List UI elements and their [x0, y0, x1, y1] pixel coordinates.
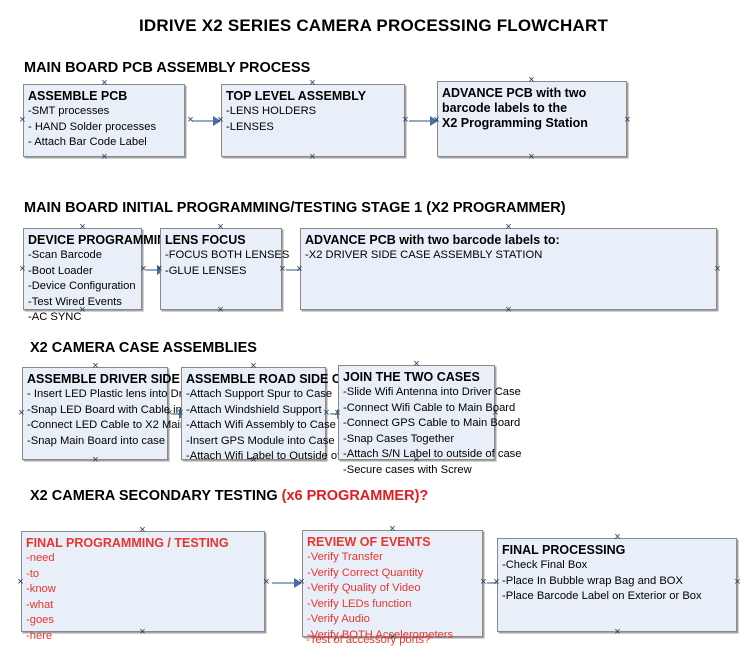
box-advance-pcb-programming-station-line-1: ADVANCE PCB with two [442, 86, 587, 100]
box-lens-focus-line-1: -FOCUS BOTH LENSES [165, 249, 290, 261]
box-device-programming-line-5: -AC SYNC [28, 311, 82, 323]
box-review-of-events-title: REVIEW OF EVENTS [307, 535, 431, 549]
box-final-processing-line-3: -Place Barcode Label on Exterior or Box [502, 590, 702, 602]
box-final-programming-testing-line-1: -need [26, 552, 55, 564]
box-join-the-two-cases-line-4: -Snap Cases Together [343, 432, 455, 445]
connector-top-level-to-advance-pcb [409, 116, 438, 126]
box-assemble-road-side-case[interactable]: ASSEMBLE ROAD SIDE CASE -Attach Support … [181, 367, 369, 462]
box-assemble-road-side-case-line-3: -Attach Wifi Assembly to Case [186, 419, 336, 431]
box-assemble-pcb-line-2: - HAND Solder processes [28, 120, 157, 133]
box-final-programming-testing-line-3: -know [26, 583, 56, 595]
box-final-programming-testing[interactable]: FINAL PROGRAMMING / TESTING -need -to -k… [21, 531, 265, 642]
box-final-programming-testing-line-2: -to [26, 567, 40, 580]
box-review-of-events[interactable]: REVIEW OF EVENTS -Verify Transfer -Verif… [302, 530, 483, 641]
box-top-level-assembly-line-2: -LENSES [226, 120, 274, 133]
box-review-of-events-line-3: -Verify Quality of Video [307, 582, 421, 594]
box-assemble-road-side-case-line-4: -Insert GPS Module into Case [186, 434, 335, 447]
box-review-of-events-line-2: -Verify Correct Quantity [307, 566, 424, 579]
section-heading-3: X2 CAMERA CASE ASSEMBLIES [30, 340, 257, 356]
box-join-the-two-cases-line-2: -Connect Wifi Cable to Main Board [343, 401, 516, 414]
box-assemble-pcb-line-3: - Attach Bar Code Label [28, 136, 147, 148]
section-heading-1-text: MAIN BOARD PCB ASSEMBLY PROCESS [24, 60, 311, 76]
box-assemble-driver-side-case-line-4: -Snap Main Board into case [27, 434, 166, 447]
box-final-programming-testing-line-6: -here [26, 629, 53, 642]
box-device-programming-line-2: -Boot Loader [28, 264, 93, 277]
box-assemble-road-side-case-line-1: -Attach Support Spur to Case [186, 388, 333, 400]
box-assemble-driver-side-case-line-1: - Insert LED Plastic lens into Driver Ca… [27, 388, 230, 400]
box-join-the-two-cases-line-6: -Secure cases with Screw [343, 463, 472, 476]
connector-assemble-pcb-to-top-level [192, 116, 221, 126]
box-assemble-road-side-case-title: ASSEMBLE ROAD SIDE CASE [186, 372, 367, 386]
box-assemble-driver-side-case[interactable]: ASSEMBLE DRIVER SIDE CASE - Insert LED P… [22, 367, 230, 460]
box-lens-focus[interactable]: LENS FOCUS -FOCUS BOTH LENSES -GLUE LENS… [160, 228, 290, 310]
box-review-of-events-line-4: -Verify LEDs function [307, 597, 412, 610]
box-review-of-events-line-6: -Verify BOTH Accelerometers [307, 628, 454, 641]
box-assemble-road-side-case-line-5: -Attach Wifi Label to Outside of Case [186, 450, 370, 462]
box-device-programming-line-4: -Test Wired Events [28, 295, 122, 308]
section-heading-4-red-text: (x6 PROGRAMMER)? [281, 488, 429, 504]
box-final-processing-line-2: -Place In Bubble wrap Bag and BOX [502, 574, 683, 587]
box-device-programming-title: DEVICE PROGRAMMING [28, 233, 176, 247]
box-advance-pcb-programming-station-line-3: X2 Programming Station [442, 116, 588, 130]
box-assemble-driver-side-case-line-3: -Connect LED Cable to X2 Main Board [27, 419, 220, 431]
box-join-the-two-cases[interactable]: JOIN THE TWO CASES -Slide Wifi Antenna i… [338, 365, 522, 476]
connector-final-programming-to-review-events [272, 578, 302, 588]
box-advance-pcb-programming-station[interactable]: ADVANCE PCB with two barcode labels to t… [437, 81, 627, 157]
box-final-programming-testing-title: FINAL PROGRAMMING / TESTING [26, 536, 229, 550]
box-top-level-assembly-line-1: -LENS HOLDERS [226, 105, 317, 117]
box-review-of-events-line-1: -Verify Transfer [307, 551, 383, 563]
box-device-programming-line-1: -Scan Barcode [28, 249, 103, 261]
box-lens-focus-title: LENS FOCUS [165, 233, 246, 247]
box-advance-pcb-driver-side-case-line-1: -X2 DRIVER SIDE CASE ASSEMBLY STATION [305, 249, 543, 261]
box-assemble-driver-side-case-title: ASSEMBLE DRIVER SIDE CASE [27, 372, 219, 386]
section-heading-4: X2 CAMERA SECONDARY TESTING (x6 PROGRAMM… [30, 488, 428, 504]
box-top-level-assembly[interactable]: TOP LEVEL ASSEMBLY -LENS HOLDERS -LENSES [221, 84, 405, 157]
section-heading-3-text: X2 CAMERA CASE ASSEMBLIES [30, 340, 257, 356]
box-advance-pcb-programming-station-line-2: barcode labels to the [442, 101, 568, 115]
section-heading-2-text: MAIN BOARD INITIAL PROGRAMMING/TESTING S… [24, 200, 566, 216]
box-review-of-events-line-5: -Verify Audio [307, 613, 370, 625]
box-final-programming-testing-line-5: -goes [26, 614, 54, 626]
box-top-level-assembly-title: TOP LEVEL ASSEMBLY [226, 89, 367, 103]
page-title: IDRIVE X2 SERIES CAMERA PROCESSING FLOWC… [138, 16, 609, 35]
section-heading-1: MAIN BOARD PCB ASSEMBLY PROCESS [24, 60, 310, 76]
box-advance-pcb-driver-side-case[interactable]: ADVANCE PCB with two barcode labels to: … [300, 228, 717, 310]
arrow-head-icon [430, 116, 438, 126]
box-device-programming[interactable]: DEVICE PROGRAMMING -Scan Barcode -Boot L… [23, 228, 176, 323]
box-review-of-events-overflow-line: -Test of accessory ports? [306, 634, 431, 646]
section-heading-2: MAIN BOARD INITIAL PROGRAMMING/TESTING S… [24, 200, 566, 216]
box-assemble-pcb-title: ASSEMBLE PCB [28, 89, 128, 103]
box-join-the-two-cases-line-1: -Slide Wifi Antenna into Driver Case [343, 386, 521, 398]
box-assemble-pcb[interactable]: ASSEMBLE PCB -SMT processes - HAND Solde… [23, 84, 185, 157]
box-advance-pcb-driver-side-case-title: ADVANCE PCB with two barcode labels to: [305, 233, 560, 247]
box-final-processing-title: FINAL PROCESSING [502, 543, 626, 557]
box-final-programming-testing-line-4: -what [26, 598, 54, 611]
box-assemble-driver-side-case-line-2: -Snap LED Board with Cable into Case [27, 403, 221, 416]
section-heading-4-text: X2 CAMERA SECONDARY TESTING [30, 488, 282, 504]
box-device-programming-line-3: -Device Configuration [28, 280, 136, 292]
arrow-head-icon [294, 578, 302, 588]
box-final-processing-line-1: -Check Final Box [502, 559, 588, 571]
box-assemble-pcb-line-1: -SMT processes [28, 105, 110, 117]
box-assemble-road-side-case-line-2: -Attach Windshield Support [186, 403, 322, 416]
arrow-head-icon [213, 116, 221, 126]
box-final-processing[interactable]: FINAL PROCESSING -Check Final Box -Place… [497, 538, 737, 632]
box-join-the-two-cases-title: JOIN THE TWO CASES [343, 370, 480, 384]
box-lens-focus-line-2: -GLUE LENSES [165, 264, 247, 277]
box-join-the-two-cases-line-5: -Attach S/N Label to outside of case [343, 448, 522, 460]
box-join-the-two-cases-line-3: -Connect GPS Cable to Main Board [343, 417, 521, 429]
